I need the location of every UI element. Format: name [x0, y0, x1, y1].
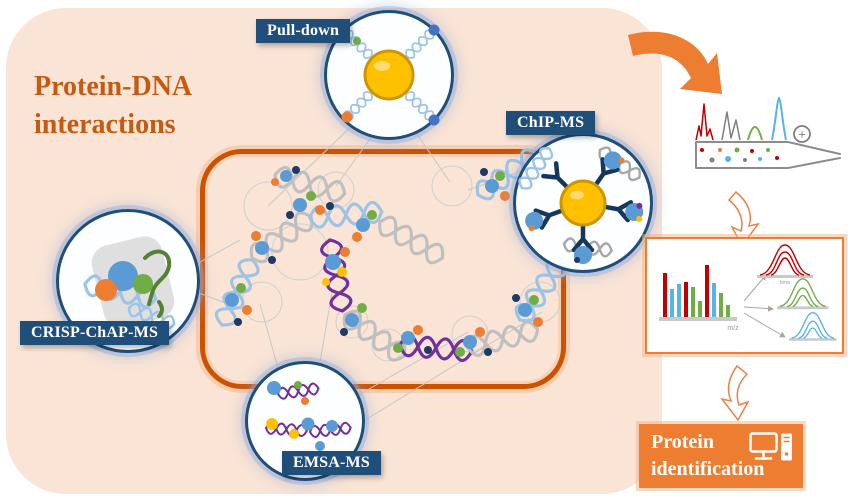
lc-ms-electrospray-icon: + [695, 96, 841, 169]
chip-ms-circle [513, 133, 653, 273]
bead-icon [363, 49, 415, 101]
title-line2: interactions [34, 108, 176, 140]
cas9-grna-dna-icon [81, 236, 178, 332]
dna-protein-complex-icon [264, 381, 353, 451]
label-pull-down: Pull-down [256, 19, 351, 43]
spectra-box: m/z time [645, 237, 844, 354]
xic-green-icon [777, 278, 829, 310]
title-line1: Protein-DNA [34, 71, 193, 102]
bead-antibody-icon [515, 143, 645, 264]
positive-charge-icon: + [793, 125, 811, 143]
time-axis-label: time [780, 280, 790, 286]
extraction-arrows-icon [743, 274, 786, 338]
svg-text:+: + [798, 127, 806, 142]
label-chip-ms: ChIP-MS [506, 111, 596, 135]
spectrum-bars-icon [663, 265, 730, 317]
label-emsa-ms: EMSA-MS [282, 451, 381, 475]
mz-axis-label: m/z [727, 325, 739, 332]
protein-identification-box: Protein identification [639, 424, 803, 488]
pulldown-circle [324, 10, 454, 140]
analyte-dots-icon [700, 147, 779, 163]
xic-red-icon: time [757, 244, 813, 286]
nucleus-outline [200, 149, 566, 389]
result-line2: identification [651, 458, 765, 480]
computer-icon [749, 432, 792, 461]
mass-spectrum-icon: m/z time [659, 244, 837, 341]
flow-arrow-2-icon [720, 364, 750, 422]
label-crisp-chap-ms: CRISP-ChAP-MS [20, 321, 170, 345]
xic-blue-icon [789, 312, 837, 341]
result-line1: Protein [651, 431, 714, 453]
bead-icon [559, 179, 607, 227]
page-title: Protein-DNA interactions [34, 68, 192, 144]
grna-icon [143, 249, 172, 306]
